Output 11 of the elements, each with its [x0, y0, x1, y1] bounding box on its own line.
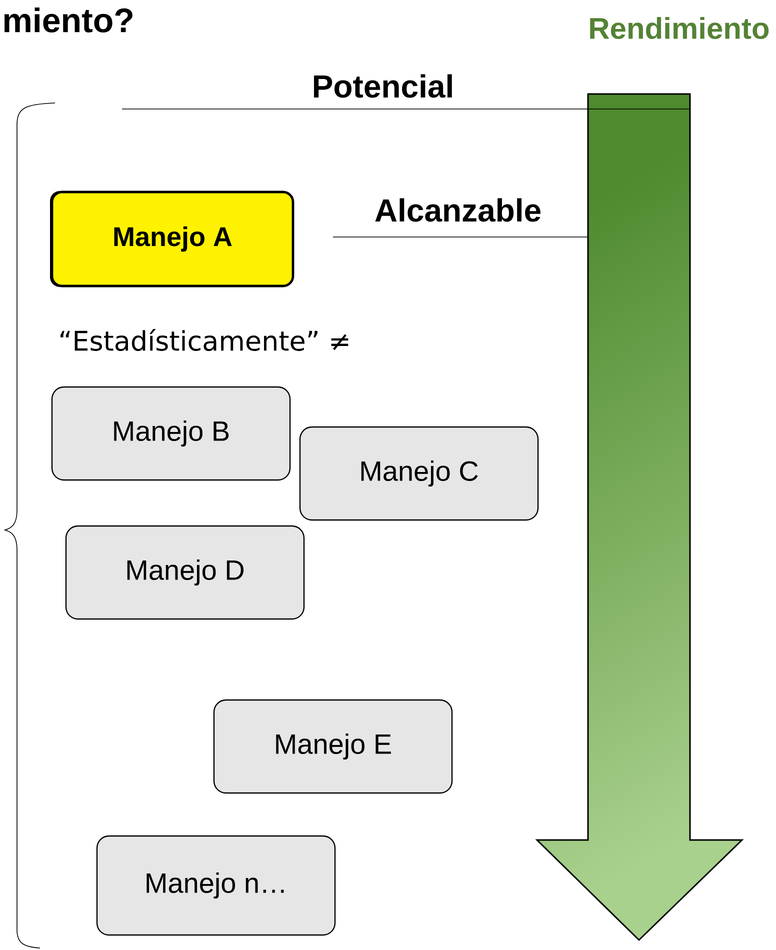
label-text: miento?: [4, 8, 132, 32]
process-box: Manejo B: [51, 386, 291, 481]
process-box: Manejo n…: [96, 835, 336, 936]
label-text: Potencial: [314, 74, 452, 98]
label-text: “Estadísticamente” ≠: [60, 329, 348, 351]
highlighted-box: Manejo A: [50, 190, 294, 288]
label-text: Alcanzable: [375, 198, 540, 222]
process-box: Manejo D: [65, 525, 305, 620]
process-box: Manejo E: [213, 699, 453, 794]
label-text: Rendimiento: [590, 17, 769, 40]
process-box: Manejo C: [299, 426, 539, 521]
